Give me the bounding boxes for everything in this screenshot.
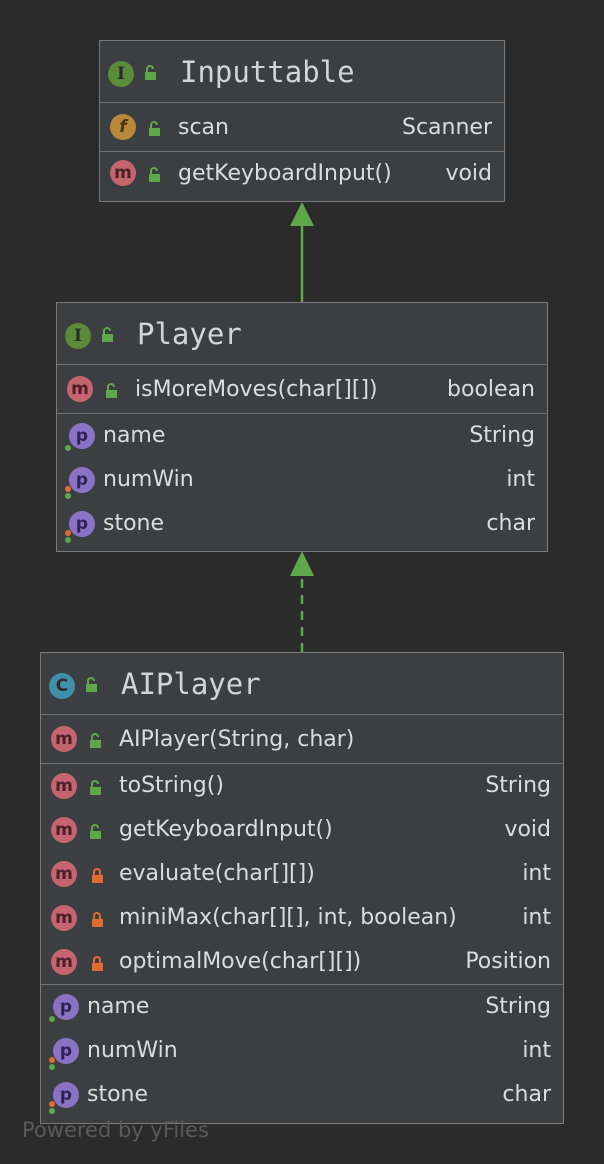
getter-marker bbox=[49, 1016, 55, 1022]
property-icon: p bbox=[53, 1082, 79, 1108]
method-row: m toString() String bbox=[41, 763, 563, 808]
property-name: stone bbox=[87, 1082, 149, 1107]
property-type: String bbox=[485, 994, 551, 1019]
public-lock-icon bbox=[89, 821, 103, 839]
public-lock-icon bbox=[105, 380, 119, 398]
interface-icon: I bbox=[65, 323, 91, 349]
property-name: numWin bbox=[87, 1038, 178, 1063]
public-lock-icon bbox=[144, 65, 158, 81]
field-type: Scanner bbox=[401, 115, 492, 140]
property-type: char bbox=[486, 511, 535, 536]
property-name: stone bbox=[103, 511, 165, 536]
private-lock-icon bbox=[91, 909, 105, 927]
property-type: int bbox=[506, 467, 535, 492]
player-node[interactable]: I Player m isMoreMoves(char[][]) boolean… bbox=[56, 302, 548, 552]
constructor-name: AIPlayer(String, char) bbox=[119, 727, 355, 752]
property-type: String bbox=[469, 423, 535, 448]
method-name: optimalMove(char[][]) bbox=[119, 949, 362, 974]
public-lock-icon bbox=[148, 164, 162, 182]
method-icon: m bbox=[51, 817, 77, 843]
property-name: numWin bbox=[103, 467, 194, 492]
field-name: scan bbox=[178, 115, 229, 140]
aiplayer-title: AIPlayer bbox=[121, 667, 261, 701]
method-name: miniMax(char[][], int, boolean) bbox=[119, 905, 457, 930]
method-type: int bbox=[522, 905, 551, 930]
setter-marker bbox=[49, 1057, 55, 1063]
method-row: m isMoreMoves(char[][]) boolean bbox=[57, 365, 547, 413]
method-name: isMoreMoves(char[][]) bbox=[135, 377, 378, 402]
property-row: p name String bbox=[41, 984, 563, 1029]
property-type: int bbox=[522, 1038, 551, 1063]
public-lock-icon bbox=[89, 777, 103, 795]
private-lock-icon bbox=[91, 953, 105, 971]
property-icon: p bbox=[69, 511, 95, 537]
method-icon: m bbox=[110, 160, 136, 186]
public-lock-icon bbox=[89, 730, 103, 748]
extends-arrowhead bbox=[290, 202, 314, 226]
getter-marker bbox=[65, 445, 71, 451]
property-icon: p bbox=[69, 423, 95, 449]
method-row: m getKeyboardInput() void bbox=[100, 151, 504, 196]
method-icon: m bbox=[67, 376, 93, 402]
method-icon: m bbox=[51, 726, 77, 752]
method-row: m evaluate(char[][]) int bbox=[41, 852, 563, 896]
property-row: p numWin int bbox=[57, 458, 547, 502]
inputtable-node[interactable]: I Inputtable f scan Scanner m getKeyboar… bbox=[99, 40, 505, 202]
property-row: p stone char bbox=[41, 1073, 563, 1117]
method-icon: m bbox=[51, 861, 77, 887]
aiplayer-header: C AIPlayer bbox=[41, 653, 563, 715]
private-lock-icon bbox=[91, 865, 105, 883]
footer-powered-by: Powered by yFiles bbox=[22, 1118, 209, 1142]
method-type: boolean bbox=[447, 377, 535, 402]
property-icon: p bbox=[53, 1038, 79, 1064]
method-type: String bbox=[485, 773, 551, 798]
method-icon: m bbox=[51, 773, 77, 799]
inputtable-title: Inputtable bbox=[180, 55, 355, 89]
method-row: m optimalMove(char[][]) Position bbox=[41, 940, 563, 984]
getter-marker bbox=[65, 493, 71, 499]
getter-marker bbox=[49, 1108, 55, 1114]
interface-icon: I bbox=[108, 61, 134, 87]
public-lock-icon bbox=[148, 118, 162, 136]
method-icon: m bbox=[51, 905, 77, 931]
method-row: m getKeyboardInput() void bbox=[41, 808, 563, 852]
method-name: getKeyboardInput() bbox=[119, 817, 333, 842]
property-icon: p bbox=[53, 994, 79, 1020]
property-type: char bbox=[502, 1082, 551, 1107]
class-icon: C bbox=[49, 673, 75, 699]
property-row: p name String bbox=[57, 413, 547, 458]
method-icon: m bbox=[51, 949, 77, 975]
method-name: evaluate(char[][]) bbox=[119, 861, 315, 886]
method-type: void bbox=[504, 817, 551, 842]
method-name: getKeyboardInput() bbox=[178, 161, 392, 186]
field-row: f scan Scanner bbox=[100, 103, 504, 151]
property-name: name bbox=[87, 994, 150, 1019]
setter-marker bbox=[49, 1101, 55, 1107]
property-row: p stone char bbox=[57, 502, 547, 546]
getter-marker bbox=[49, 1064, 55, 1070]
player-header: I Player bbox=[57, 303, 547, 365]
public-lock-icon bbox=[101, 327, 115, 343]
aiplayer-node[interactable]: C AIPlayer m AIPlayer(String, char) m to… bbox=[40, 652, 564, 1124]
property-icon: p bbox=[69, 467, 95, 493]
method-type: void bbox=[445, 161, 492, 186]
method-name: toString() bbox=[119, 773, 224, 798]
inputtable-header: I Inputtable bbox=[100, 41, 504, 103]
setter-marker bbox=[65, 530, 71, 536]
setter-marker bbox=[65, 486, 71, 492]
method-type: Position bbox=[465, 949, 551, 974]
implements-arrowhead bbox=[290, 551, 314, 576]
player-title: Player bbox=[137, 317, 242, 351]
constructor-row: m AIPlayer(String, char) bbox=[41, 715, 563, 763]
method-row: m miniMax(char[][], int, boolean) int bbox=[41, 896, 563, 940]
field-icon: f bbox=[110, 114, 136, 140]
getter-marker bbox=[65, 537, 71, 543]
public-lock-icon bbox=[85, 677, 99, 693]
method-type: int bbox=[522, 861, 551, 886]
property-row: p numWin int bbox=[41, 1029, 563, 1073]
property-name: name bbox=[103, 423, 166, 448]
